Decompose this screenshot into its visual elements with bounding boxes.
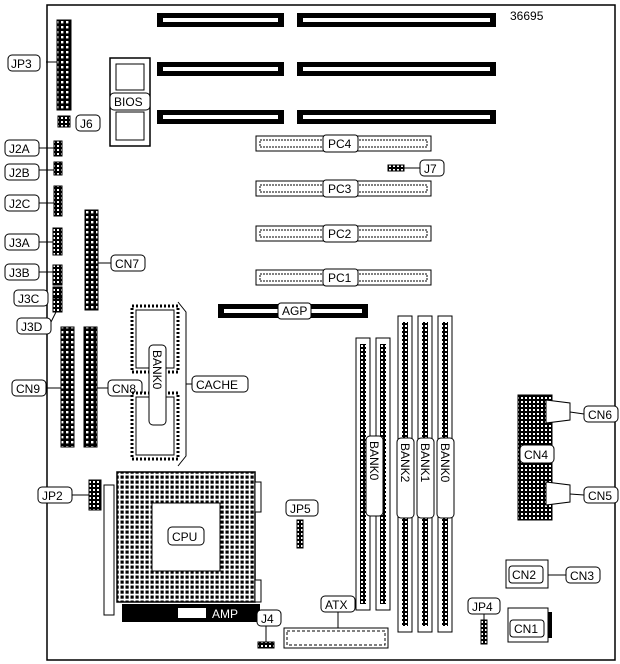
isa-slots	[157, 13, 496, 124]
atx-connector: ATX	[283, 595, 389, 649]
jp2-header	[88, 479, 102, 511]
jp3-header	[46, 19, 72, 111]
cn9-label: CN9	[16, 382, 40, 396]
bank0-b-label: BANK0	[438, 443, 452, 483]
cpu-label: CPU	[172, 530, 197, 544]
j3b-header	[52, 264, 63, 286]
cache-label: CACHE	[196, 378, 238, 392]
atx-label: ATX	[325, 598, 347, 612]
cpu-socket: CPU AMP	[103, 471, 262, 622]
figure-id: 36695	[510, 9, 544, 23]
jp3-label-box	[7, 54, 41, 72]
jp5-header	[296, 519, 304, 549]
cn1-label: CN1	[514, 622, 538, 636]
j7-header	[387, 164, 405, 172]
bank1-label: BANK1	[418, 443, 432, 483]
cn3-label: CN3	[570, 569, 594, 583]
j3a-header	[52, 227, 63, 256]
pci-slot-pc3: PC3	[255, 179, 432, 198]
jp4-label: JP4	[472, 600, 493, 614]
jp5-label: JP5	[290, 502, 311, 516]
j3c-label-box	[13, 289, 49, 307]
pc2-label: PC2	[328, 227, 352, 241]
io-connectors: CN4	[517, 394, 571, 521]
cn9-header	[60, 326, 75, 448]
pci-slot-pc2: PC2	[255, 224, 432, 243]
jp4-header	[480, 619, 488, 645]
j6-label-box	[75, 114, 101, 132]
j3d-label-box	[16, 317, 52, 335]
j3d-label: J3D	[21, 320, 43, 334]
cn8-header	[83, 326, 98, 448]
j3c-label: J3C	[18, 292, 40, 306]
cn6-label: CN6	[588, 408, 612, 422]
j4-header	[257, 641, 275, 649]
agp-slot: AGP	[218, 302, 368, 320]
j2c-header	[53, 185, 63, 217]
bios-chip: BIOS	[109, 57, 151, 147]
bios-label: BIOS	[114, 95, 143, 109]
cache-chips: BANK0	[130, 301, 187, 467]
jp3-label: JP3	[11, 57, 32, 71]
cn2-label: CN2	[512, 568, 536, 582]
cn7-label: CN7	[115, 257, 139, 271]
cn2-connector: CN2	[505, 559, 549, 589]
pc3-label: PC3	[328, 182, 352, 196]
j2a-label: J2A	[9, 142, 30, 156]
cache-bank-label: BANK0	[150, 350, 164, 390]
pci-slot-pc1: PC1	[255, 268, 432, 287]
j2b-label: J2B	[9, 166, 30, 180]
jp5-label-box	[285, 499, 319, 517]
j4-label-box	[256, 609, 282, 627]
bank2-label: BANK2	[398, 443, 412, 483]
cn8-label: CN8	[112, 382, 136, 396]
j3b-label: J3B	[9, 266, 30, 280]
cn4-label: CN4	[524, 448, 548, 462]
cn5-label: CN5	[588, 489, 612, 503]
j7-label: J7	[424, 162, 437, 176]
j6-label: J6	[80, 117, 93, 131]
agp-label: AGP	[282, 304, 307, 318]
j2a-header	[53, 140, 63, 157]
bank0-a-label: BANK0	[367, 441, 381, 481]
dimm-slots: BANK0 BANK2 BANK1 BANK0	[355, 315, 455, 633]
amp-label: AMP	[212, 607, 238, 621]
j2c-label: J2C	[9, 197, 31, 211]
cn7-header	[84, 209, 99, 311]
j2b-header	[53, 161, 63, 176]
jp2-label: JP2	[42, 489, 63, 503]
pc4-label: PC4	[328, 137, 352, 151]
j4-label: J4	[261, 612, 274, 626]
cn1-connector: CN1	[507, 607, 552, 643]
j3d-header	[52, 297, 63, 313]
pc1-label: PC1	[328, 271, 352, 285]
j3a-label: J3A	[9, 236, 30, 250]
j3c-header	[52, 286, 63, 298]
pci-slot-pc4: PC4	[255, 134, 432, 153]
j2b-label-box	[4, 163, 40, 181]
j6-header	[57, 115, 71, 128]
